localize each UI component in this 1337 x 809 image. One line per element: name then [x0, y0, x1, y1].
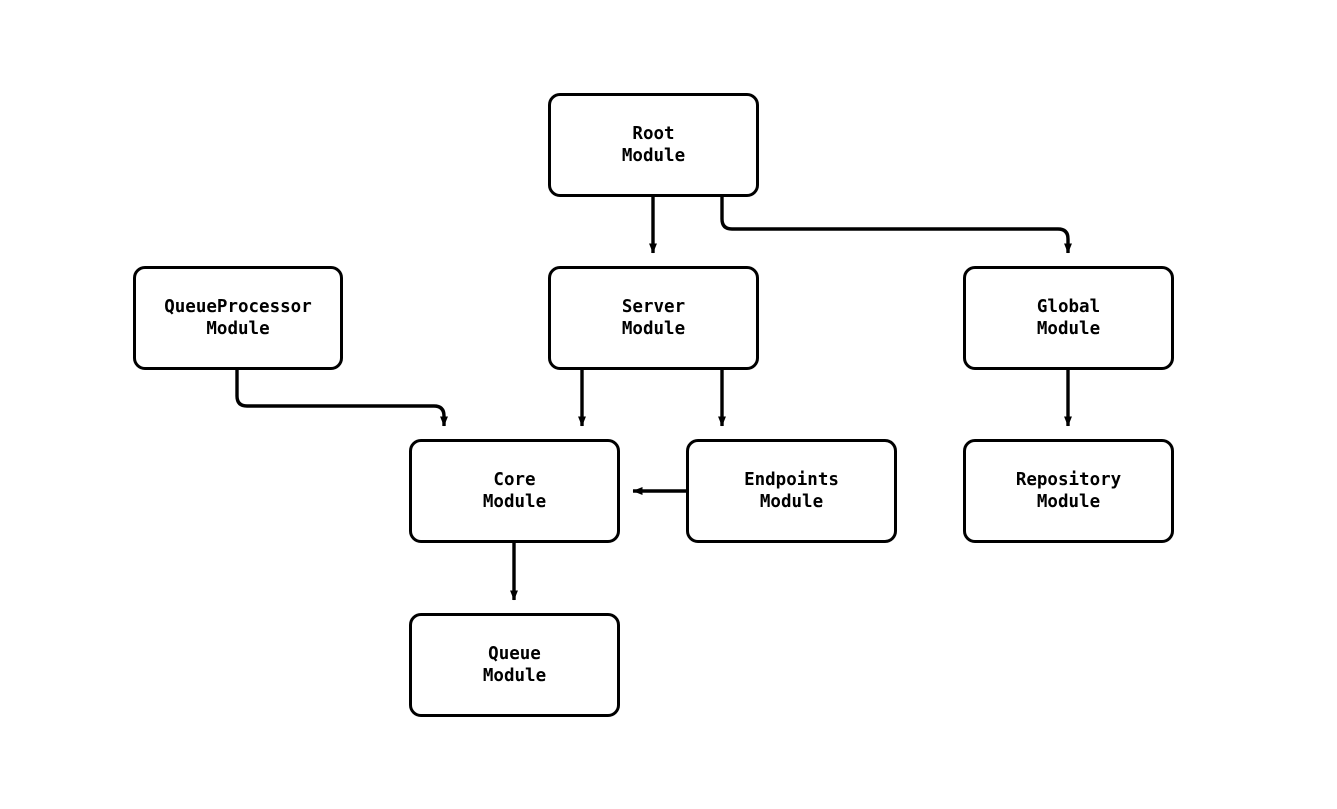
node-server-module[interactable]: Server Module [548, 266, 759, 370]
node-core-module-label-line2: Module [482, 492, 547, 512]
node-global-module[interactable]: Global Module [963, 266, 1174, 370]
node-endpoints-module-label-line2: Module [759, 492, 824, 512]
node-queueprocessor-module-label-line2: Module [206, 319, 270, 339]
node-core-module[interactable]: Core Module [409, 439, 620, 543]
node-repository-module-label-line1: Repository [1015, 470, 1122, 490]
node-queue-module-label-line2: Module [482, 666, 547, 686]
node-global-module-label-line2: Module [1036, 319, 1101, 339]
edge-queueprocessor-to-core [235, 370, 448, 427]
node-root-module-label-line1: Root [632, 124, 675, 144]
node-queueprocessor-module-label-line1: QueueProcessor [164, 297, 312, 317]
node-repository-module[interactable]: Repository Module [963, 439, 1174, 543]
edge-root-to-global [720, 197, 1072, 254]
node-endpoints-module[interactable]: Endpoints Module [686, 439, 897, 543]
node-endpoints-module-label-line1: Endpoints [744, 470, 839, 490]
node-root-module-label-line2: Module [621, 146, 686, 166]
node-server-module-label-line1: Server [621, 297, 686, 317]
node-root-module[interactable]: Root Module [548, 93, 759, 197]
node-queue-module[interactable]: Queue Module [409, 613, 620, 717]
node-repository-module-label-line2: Module [1036, 492, 1101, 512]
node-global-module-label-line1: Global [1036, 297, 1101, 317]
node-core-module-label-line1: Core [493, 470, 536, 490]
node-server-module-label-line2: Module [621, 319, 686, 339]
node-queueprocessor-module[interactable]: QueueProcessor Module [133, 266, 343, 370]
node-queue-module-label-line1: Queue [488, 644, 541, 664]
